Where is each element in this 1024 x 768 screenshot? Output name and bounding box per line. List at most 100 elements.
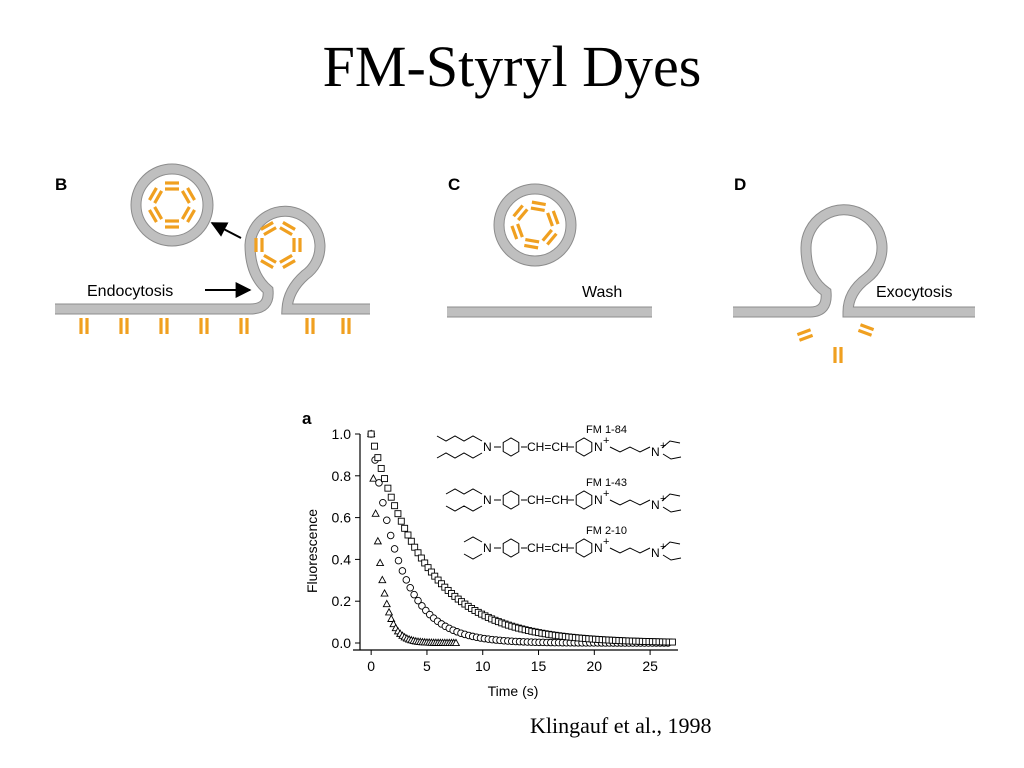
y-tick-label: 0.2 (332, 593, 352, 609)
pyridinium-ring (575, 538, 593, 558)
exocytosis-label: Exocytosis (876, 284, 952, 301)
data-point (394, 556, 403, 565)
dye-molecule (341, 318, 351, 334)
fusing-membrane (733, 204, 975, 318)
vesicle-dye-molecules (510, 200, 560, 250)
chart-axes (353, 434, 678, 651)
ammonium-nitrogen: N (651, 498, 660, 512)
vesicle-release-arrow (210, 222, 242, 239)
dye-molecule (180, 206, 196, 223)
y-tick-label: 0.8 (332, 468, 352, 484)
data-point (373, 536, 383, 545)
y-axis-title: Fluorescence (304, 509, 320, 593)
data-point (411, 543, 419, 551)
vinyl-linker: CH=CH (527, 493, 569, 507)
dye-molecule (239, 318, 249, 334)
released-dye-molecules (796, 323, 875, 363)
x-tick-label: 0 (367, 658, 375, 674)
data-point (401, 524, 409, 532)
dye-molecule (148, 206, 164, 223)
nitrogen-atom: N (483, 493, 492, 507)
data-point (404, 531, 412, 539)
data-point (379, 499, 387, 507)
dye-molecule (254, 238, 264, 252)
data-point (383, 516, 391, 524)
x-tick-label: 15 (531, 658, 547, 674)
data-point (390, 545, 399, 553)
data-point (371, 442, 378, 450)
washed-vesicle (493, 183, 577, 267)
pyridinium-nitrogen: N (594, 493, 603, 507)
nitrogen-atom: N (483, 541, 492, 555)
data-point (402, 576, 411, 584)
positive-charge: + (603, 435, 609, 447)
dye-molecule (305, 318, 315, 334)
dye-molecule (180, 187, 196, 204)
data-point (375, 558, 385, 567)
structure-name: FM 2-10 (586, 525, 627, 537)
dye-molecule (260, 221, 277, 237)
y-tick-label: 0.4 (332, 551, 352, 567)
dye-molecule (260, 253, 277, 269)
data-point (410, 590, 418, 599)
dye-molecule (546, 210, 560, 227)
dye-molecule (292, 238, 302, 252)
panel-letter-d: D (734, 175, 746, 194)
data-point (371, 509, 380, 517)
budding-dye-molecules (254, 221, 302, 269)
panel-letter-c: C (448, 175, 460, 194)
dye-molecule (165, 181, 179, 191)
vinyl-linker: CH=CH (527, 541, 569, 555)
pyridinium-ring (575, 490, 593, 510)
dye-molecule (512, 204, 529, 222)
x-tick-label: 10 (475, 658, 491, 674)
data-point (407, 537, 415, 545)
panel-exocytosis: D Exocytosis (733, 175, 975, 363)
dye-molecule (165, 219, 179, 229)
positive-charge: + (660, 493, 666, 505)
x-tick-label: 25 (642, 658, 658, 674)
slide-title: FM-Styryl Dyes (322, 34, 702, 99)
benzene-ring (502, 538, 520, 558)
y-tick-label: 1.0 (332, 426, 352, 442)
pyridinium-nitrogen: N (594, 440, 603, 454)
dye-molecule (510, 223, 524, 240)
data-point (451, 638, 461, 647)
x-tick-label: 20 (587, 658, 603, 674)
dye-molecule (279, 221, 296, 237)
dye-molecule (796, 328, 814, 342)
x-tick-label: 5 (423, 658, 431, 674)
positive-charge: + (603, 488, 609, 500)
series-square (367, 430, 676, 646)
data-point (398, 567, 407, 575)
data-point (380, 588, 389, 597)
ammonium-nitrogen: N (651, 546, 660, 560)
data-point (668, 638, 676, 646)
data-point (374, 454, 382, 462)
data-point (381, 475, 388, 483)
wash-label: Wash (582, 284, 622, 301)
series-triangle (366, 429, 461, 647)
data-point (414, 596, 422, 605)
panel-letter-b: B (55, 175, 67, 194)
surface-dye-molecules (79, 318, 351, 334)
panel-endocytosis: B Endocytosis (55, 163, 370, 334)
data-point (384, 607, 394, 616)
structure-name: FM 1-43 (586, 477, 627, 489)
dye-molecule (541, 228, 558, 246)
dye-molecule (530, 200, 546, 213)
panel-wash: C Wash (447, 175, 652, 318)
data-point (378, 575, 387, 584)
dye-molecule (119, 318, 129, 334)
data-point (386, 531, 395, 540)
y-tick-label: 0.6 (332, 510, 352, 526)
data-point (377, 464, 385, 472)
data-point (394, 510, 402, 518)
